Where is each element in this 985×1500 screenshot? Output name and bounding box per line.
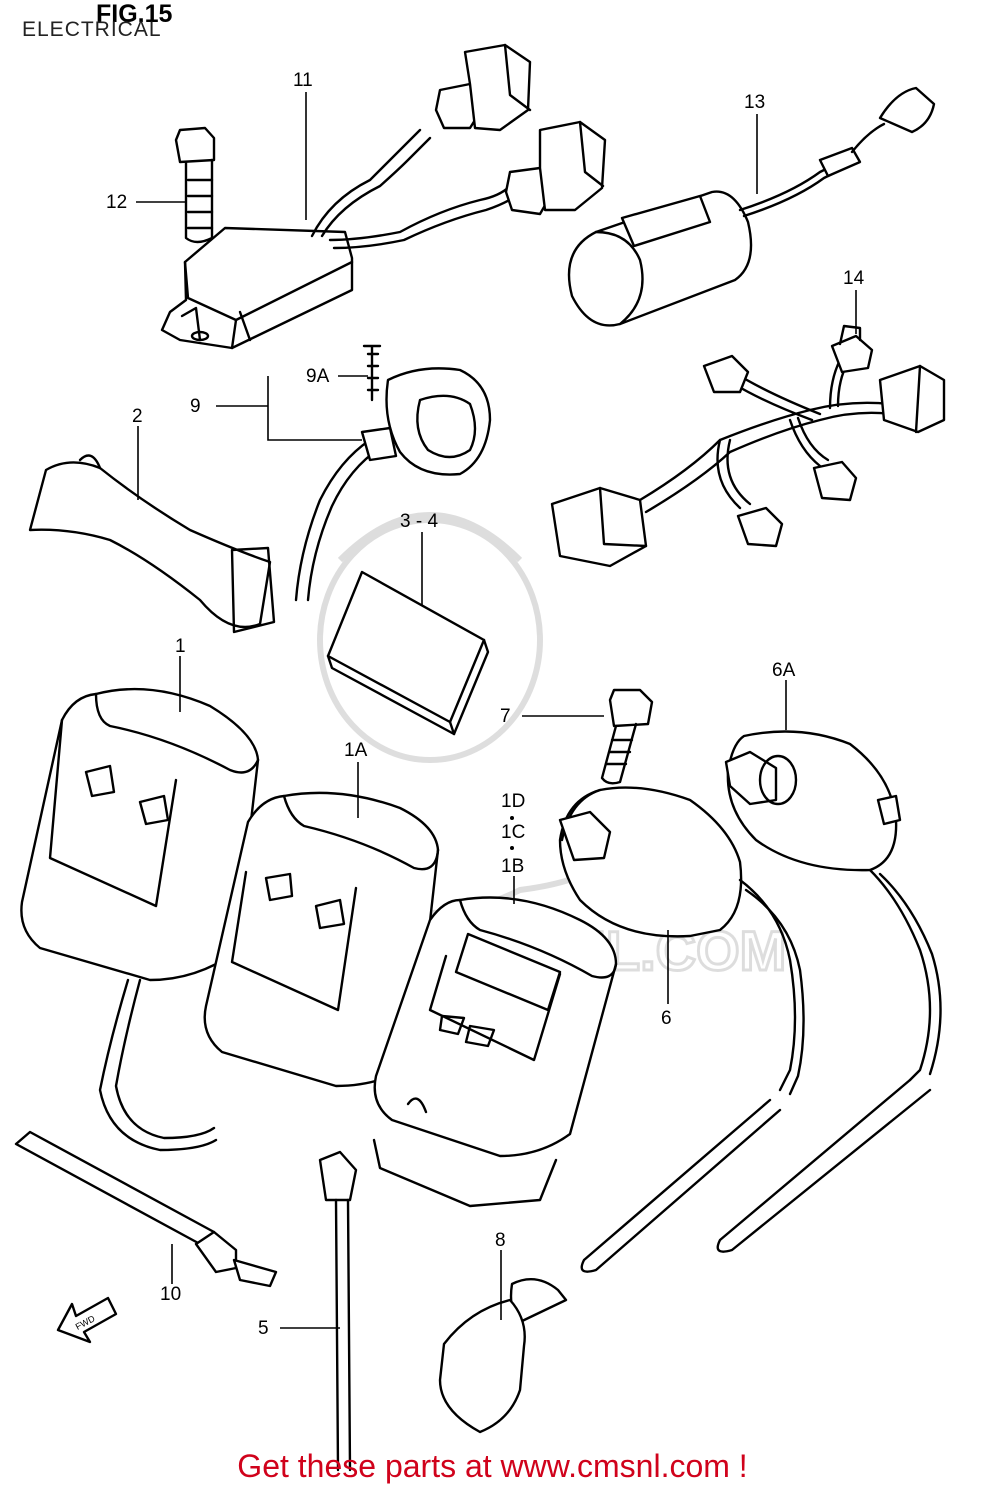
part-12-bolt: [174, 126, 216, 244]
part-1b-cdi-unit: [372, 896, 618, 1208]
callout-dots: [510, 816, 514, 850]
callout-6A: 6A: [772, 660, 796, 681]
part-11-module: [160, 43, 607, 350]
callout-1B: 1B: [501, 856, 524, 877]
part-10-cable-tie: [14, 1130, 278, 1288]
part-6-ignition-coil: [558, 786, 805, 1273]
part-13-condenser: [567, 86, 936, 327]
callout-3-4: 3 - 4: [400, 511, 438, 532]
callout-1A: 1A: [344, 740, 368, 761]
callout-11: 11: [293, 70, 313, 91]
part-8-plug-cap: [438, 1278, 568, 1434]
part-3-4-pad: [326, 570, 490, 736]
callout-2: 2: [132, 406, 143, 427]
callout-13: 13: [744, 92, 765, 113]
section-title: ELECTRICAL: [22, 18, 162, 41]
part-2-band: [28, 454, 276, 634]
callout-1D: 1D: [501, 791, 525, 812]
callout-12: 12: [106, 192, 127, 213]
callout-5: 5: [258, 1318, 269, 1339]
callout-8: 8: [495, 1230, 506, 1251]
callout-6: 6: [661, 1008, 672, 1029]
part-6a-ignition-coil: [716, 730, 942, 1253]
part-7-bolt: [600, 688, 654, 785]
part-1-cdi-unit: [20, 687, 260, 1152]
callout-10: 10: [160, 1284, 181, 1305]
fwd-arrow-icon: [56, 1296, 118, 1344]
callout-1: 1: [175, 636, 186, 657]
callout-labels: 11 12 13 14 9A 9 2 3 - 4 1 6A 7 1A 1D 1C…: [106, 70, 865, 1339]
watermark-logo-icon: [317, 517, 543, 763]
part-5-clamp: [318, 1150, 358, 1472]
callout-9: 9: [190, 396, 201, 417]
callout-9A: 9A: [306, 366, 330, 387]
part-9-pickup-coil: [294, 344, 492, 602]
callout-14: 14: [843, 268, 865, 289]
callout-1C: 1C: [501, 822, 525, 843]
part-14-wiring-harness: [550, 324, 946, 568]
footer-link-text[interactable]: Get these parts at www.cmsnl.com !: [237, 1448, 748, 1484]
callout-7: 7: [500, 706, 511, 727]
figure-number: FIG.15: [96, 0, 173, 28]
leader-lines: [136, 92, 857, 1329]
